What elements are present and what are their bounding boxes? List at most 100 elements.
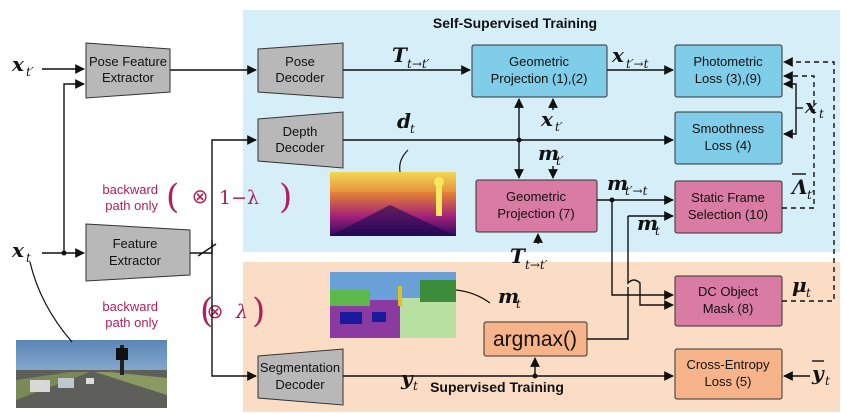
- symbol-x-tprime-to-t: x t′→t: [611, 43, 649, 71]
- multiply-icon-bottom: ⊗: [207, 299, 224, 323]
- svg-text:t′: t′: [807, 188, 815, 202]
- bottom-gate-label-line1: backward: [102, 299, 158, 314]
- argmax-block: argmax(): [483, 321, 588, 357]
- svg-text:t: t: [819, 107, 824, 121]
- bottom-gate-factor: λ: [235, 301, 248, 323]
- connections: [29, 57, 835, 381]
- photometric-loss-line2: Loss (3),(9): [695, 71, 761, 86]
- cross-entropy-loss-line1: Cross-Entropy: [686, 357, 770, 372]
- svg-text:): ): [252, 291, 265, 331]
- svg-text:t: t: [413, 379, 418, 393]
- supervised-title: Supervised Training: [430, 379, 564, 395]
- segmentation-decoder-line2: Decoder: [275, 377, 325, 392]
- symbol-x-t-input: x t: [11, 238, 31, 265]
- svg-text:d: d: [397, 109, 411, 133]
- dc-object-mask-line1: DC Object: [698, 284, 758, 299]
- depth-decoder-line2: Decoder: [275, 140, 325, 155]
- svg-text:): ): [279, 177, 292, 217]
- svg-text:t: t: [806, 286, 811, 300]
- symbol-m-tprime-to-t: m t′→t: [607, 171, 648, 198]
- svg-text:t′: t′: [556, 154, 564, 168]
- feature-extractor-line1: Feature: [113, 236, 158, 251]
- symbol-m-t-seg: m t: [498, 284, 521, 311]
- symbol-T: T t→t′: [392, 43, 430, 71]
- smoothness-loss-line1: Smoothness: [692, 121, 765, 136]
- svg-text:t: t: [655, 224, 660, 238]
- pose-feature-extractor-line1: Pose Feature: [89, 54, 167, 69]
- dc-object-mask-line2: Mask (8): [703, 301, 754, 316]
- symbol-d-t: d t: [397, 109, 415, 136]
- argmax-label: argmax(): [493, 328, 577, 351]
- symbol-y-bar-t: y t: [811, 360, 830, 388]
- svg-text:x: x: [540, 107, 554, 131]
- pose-feature-extractor-line2: Extractor: [102, 70, 155, 85]
- feature-extractor-block: Feature Extractor: [85, 223, 191, 282]
- photometric-loss-line1: Photometric: [693, 54, 763, 69]
- svg-text:t→t′: t→t′: [525, 258, 548, 272]
- dc-object-mask-block: DC Object Mask (8): [674, 275, 783, 327]
- smoothness-loss-block: Smoothness Loss (4): [674, 111, 783, 165]
- svg-text:t′→t: t′→t: [626, 57, 649, 71]
- symbol-x-tprime-below-projection: x t′: [540, 107, 563, 134]
- static-frame-selection-block: Static Frame Selection (10): [674, 180, 783, 234]
- top-gate-label-line1: backward: [102, 182, 158, 197]
- svg-text:m: m: [607, 171, 628, 195]
- symbol-T-below: T t→t′: [510, 244, 548, 272]
- smoothness-loss-line2: Loss (4): [705, 138, 752, 153]
- svg-text:t: t: [516, 297, 521, 311]
- bottom-gate-label-line2: path only: [105, 315, 158, 330]
- cross-entropy-loss-line2: Loss (5): [705, 374, 752, 389]
- svg-text:(: (: [200, 291, 213, 331]
- svg-text:y: y: [400, 366, 414, 390]
- depth-decoder-block: Depth Decoder: [257, 111, 344, 169]
- pose-decoder-line1: Pose: [285, 54, 315, 69]
- svg-text:t: t: [26, 251, 31, 265]
- svg-text:y: y: [811, 361, 825, 385]
- depth-map-thumbnail: [330, 172, 456, 236]
- svg-text:m: m: [498, 284, 519, 308]
- geometric-projection-7-block: Geometric Projection (7): [475, 179, 598, 233]
- geometric-projection-1-line1: Geometric: [509, 54, 569, 69]
- pose-decoder-block: Pose Decoder: [257, 42, 344, 99]
- svg-text:t′→t: t′→t: [625, 184, 648, 198]
- top-gate-factor: 1−λ: [219, 187, 259, 209]
- geometric-projection-7-line2: Projection (7): [497, 206, 574, 221]
- segmentation-decoder-line1: Segmentation: [260, 360, 340, 375]
- geometric-projection-1-block: Geometric Projection (1),(2): [471, 44, 608, 98]
- multiply-icon-top: ⊗: [192, 184, 209, 208]
- svg-text:t′: t′: [26, 65, 34, 79]
- svg-text:x: x: [804, 94, 818, 118]
- svg-text:T: T: [392, 43, 409, 67]
- svg-text:x: x: [11, 52, 25, 76]
- svg-text:t: t: [410, 122, 415, 136]
- symbol-x-tprime: x t′: [11, 52, 34, 79]
- svg-text:t: t: [825, 374, 830, 388]
- feature-extractor-line2: Extractor: [109, 253, 162, 268]
- static-frame-selection-line2: Selection (10): [688, 207, 768, 222]
- symbol-y-t: y t: [400, 366, 418, 393]
- svg-text:(: (: [166, 177, 179, 217]
- top-gate-label-line2: path only: [105, 198, 158, 213]
- svg-text:t′: t′: [555, 120, 563, 134]
- svg-text:t→t′: t→t′: [407, 57, 430, 71]
- static-frame-selection-line1: Static Frame: [691, 190, 765, 205]
- geometric-projection-7-line1: Geometric: [506, 189, 566, 204]
- symbol-mu-t: μ t: [792, 273, 811, 300]
- photometric-loss-block: Photometric Loss (3),(9): [674, 44, 783, 98]
- svg-text:μ: μ: [792, 273, 807, 297]
- symbol-m-t-right: m t: [637, 211, 660, 238]
- segmentation-decoder-block: Segmentation Decoder: [257, 348, 344, 406]
- svg-text:Λ: Λ: [790, 175, 808, 199]
- svg-text:m: m: [538, 141, 559, 165]
- svg-text:T: T: [510, 244, 527, 268]
- bottom-backward-gate: backward path only ( ⊗ λ ): [102, 291, 265, 331]
- self-supervised-title: Self-Supervised Training: [433, 15, 597, 31]
- symbol-Lambda: Λ t′: [790, 173, 815, 202]
- pose-decoder-line2: Decoder: [275, 70, 325, 85]
- symbol-m-tprime: m t′: [538, 141, 564, 168]
- street-photo-thumbnail: [16, 340, 167, 408]
- segmentation-map-thumbnail: [330, 272, 456, 338]
- depth-decoder-line1: Depth: [283, 124, 318, 139]
- svg-text:x: x: [611, 43, 625, 67]
